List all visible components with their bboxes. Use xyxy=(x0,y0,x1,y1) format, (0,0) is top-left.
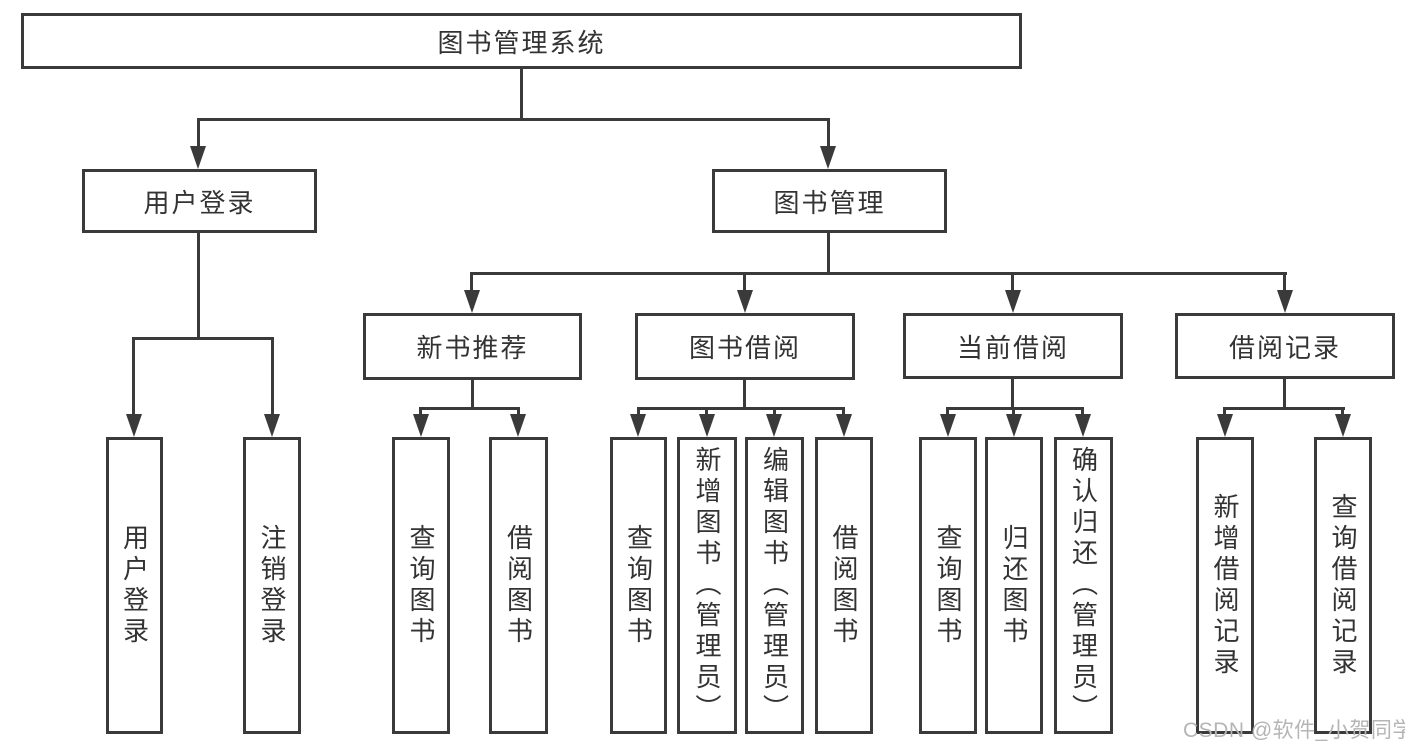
leaf-query-borrow-record: 查询借阅记录 xyxy=(1314,437,1372,734)
connector-current-borrow-stem xyxy=(1011,379,1014,407)
connector-book-mgmt-drop-3 xyxy=(1011,272,1014,296)
connector-book-borrow-drop-1 xyxy=(637,407,640,419)
connector-book-mgmt-drop-2 xyxy=(743,272,746,296)
node-borrowing-records: 借阅记录 xyxy=(1175,313,1395,379)
leaf-borrow-books-2: 借阅图书 xyxy=(815,437,873,734)
leaf-label: 编辑图书（管理员） xyxy=(759,446,790,725)
connector-user-login-branch xyxy=(132,337,274,340)
arrowhead-to-current-borrow xyxy=(1005,290,1021,313)
connector-book-mgmt-drop-1 xyxy=(470,272,473,296)
arrowhead-to-query-books-2 xyxy=(630,414,646,437)
node-book-borrowing: 图书借阅 xyxy=(635,313,855,380)
connector-new-book-stem xyxy=(471,380,474,407)
connector-book-mgmt-branch xyxy=(470,272,1287,275)
connector-records-stem xyxy=(1283,379,1286,407)
connector-book-mgmt-drop-4 xyxy=(1283,272,1286,296)
connector-book-borrow-drop-2 xyxy=(705,407,708,419)
arrowhead-to-query-borrow-record xyxy=(1335,414,1351,437)
leaf-label: 查询图书 xyxy=(933,523,963,648)
node-label: 当前借阅 xyxy=(956,332,1069,363)
connector-book-borrow-drop-4 xyxy=(842,407,845,419)
arrowhead-to-add-books xyxy=(699,414,715,437)
arrowhead-to-leaf-user-login xyxy=(126,414,142,437)
leaf-label: 查询图书 xyxy=(623,523,654,648)
leaf-label: 用户登录 xyxy=(119,523,150,648)
arrowhead-to-borrow-books-2 xyxy=(836,414,852,437)
leaf-confirm-return-admin: 确认归还（管理员） xyxy=(1054,437,1113,734)
connector-records-branch xyxy=(1223,407,1345,410)
node-label: 图书管理系统 xyxy=(437,27,606,58)
leaf-query-books-3: 查询图书 xyxy=(919,437,977,734)
connector-book-mgmt-stem xyxy=(827,233,830,272)
leaf-query-books-1: 查询图书 xyxy=(392,437,450,734)
connector-records-drop-2 xyxy=(1341,407,1344,419)
connector-current-borrow-branch xyxy=(946,407,1084,410)
leaf-add-books-admin: 新增图书（管理员） xyxy=(677,437,737,734)
connector-book-borrow-stem xyxy=(743,380,746,407)
leaf-return-books: 归还图书 xyxy=(985,437,1043,734)
leaf-label: 新增图书（管理员） xyxy=(692,446,722,725)
leaf-user-login: 用户登录 xyxy=(106,437,163,734)
connector-root-branch xyxy=(197,118,830,121)
connector-root-right-drop xyxy=(827,118,830,152)
leaf-edit-books-admin: 编辑图书（管理员） xyxy=(745,437,804,734)
node-book-management: 图书管理 xyxy=(712,169,947,233)
arrowhead-to-book-borrow xyxy=(737,290,753,313)
arrowhead-to-confirm-return xyxy=(1075,414,1091,437)
connector-current-borrow-drop-2 xyxy=(1012,407,1015,419)
leaf-borrow-books-1: 借阅图书 xyxy=(489,437,548,734)
connector-user-login-stem xyxy=(197,233,200,337)
node-label: 新书推荐 xyxy=(416,333,529,363)
connector-current-borrow-drop-1 xyxy=(946,407,949,419)
connector-book-borrow-drop-3 xyxy=(773,407,776,419)
arrowhead-to-add-borrow-record xyxy=(1217,414,1233,437)
node-label: 用户登录 xyxy=(143,187,256,218)
leaf-logout: 注销登录 xyxy=(243,437,301,734)
leaf-query-books-2: 查询图书 xyxy=(610,437,667,734)
arrowhead-to-query-books-1 xyxy=(413,414,429,437)
arrowhead-to-new-book-rec xyxy=(464,290,480,313)
arrowhead-to-leaf-logout xyxy=(264,414,280,437)
node-label: 借阅记录 xyxy=(1228,332,1341,363)
arrowhead-to-user-login xyxy=(190,146,206,169)
connector-user-login-drop-2 xyxy=(271,337,274,419)
leaf-label: 查询借阅记录 xyxy=(1328,492,1358,679)
node-user-login: 用户登录 xyxy=(82,169,317,233)
arrowhead-to-borrow-records xyxy=(1277,290,1293,313)
connector-new-book-drop-1 xyxy=(419,407,422,419)
connector-root-left-drop xyxy=(197,118,200,152)
leaf-label: 归还图书 xyxy=(999,523,1029,648)
connector-records-drop-1 xyxy=(1223,407,1226,419)
leaf-label: 查询图书 xyxy=(406,523,436,648)
arrowhead-to-book-management xyxy=(820,146,836,169)
arrowhead-to-query-books-3 xyxy=(940,414,956,437)
csdn-watermark: CSDN @软件_小贺同学 xyxy=(1183,719,1405,742)
arrowhead-to-return-books xyxy=(1006,414,1022,437)
node-label: 图书管理 xyxy=(773,187,886,218)
leaf-label: 新增借阅记录 xyxy=(1210,492,1240,679)
leaf-label: 借阅图书 xyxy=(503,523,534,648)
connector-root-stem xyxy=(520,69,523,118)
connector-book-borrow-branch xyxy=(637,407,845,410)
connector-user-login-drop-1 xyxy=(132,337,135,419)
leaf-label: 借阅图书 xyxy=(829,523,859,648)
leaf-label: 确认归还（管理员） xyxy=(1068,446,1099,725)
leaf-add-borrow-record: 新增借阅记录 xyxy=(1196,437,1254,734)
node-library-management-system: 图书管理系统 xyxy=(21,13,1022,69)
connector-current-borrow-drop-3 xyxy=(1081,407,1084,419)
arrowhead-to-edit-books xyxy=(766,414,782,437)
node-new-book-recommend: 新书推荐 xyxy=(363,313,582,380)
leaf-label: 注销登录 xyxy=(257,523,287,648)
node-current-borrowing: 当前借阅 xyxy=(903,313,1123,379)
arrowhead-to-borrow-books-1 xyxy=(510,414,526,437)
node-label: 图书借阅 xyxy=(688,333,801,363)
connector-new-book-branch xyxy=(419,407,520,410)
connector-new-book-drop-2 xyxy=(517,407,520,419)
